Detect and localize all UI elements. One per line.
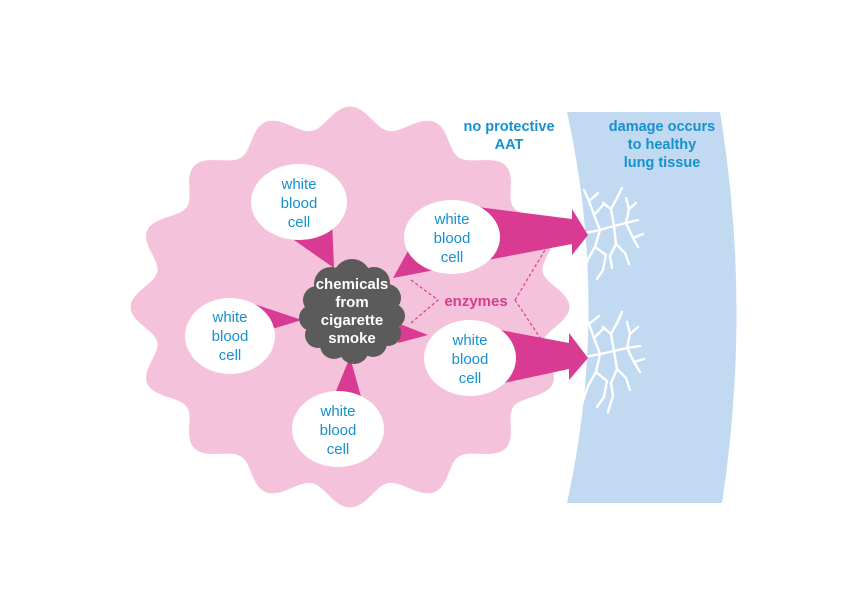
cell-line: blood xyxy=(320,422,357,439)
label-line: AAT xyxy=(495,137,524,153)
cell-line: cell xyxy=(459,370,482,387)
label-line: to healthy xyxy=(628,137,696,153)
cell-line: white xyxy=(211,309,247,326)
enzymes-label: enzymes xyxy=(444,293,507,310)
enzyme-connectors xyxy=(410,249,546,346)
tissue-damage-lower xyxy=(578,310,646,414)
cell-line: white xyxy=(451,332,487,349)
white-blood-cell: white blood cell xyxy=(292,391,384,467)
damage-label: damage occurs to healthy lung tissue xyxy=(609,119,715,171)
smoke-line: chemicals xyxy=(316,276,389,293)
cell-line: cell xyxy=(327,441,350,458)
cell-line: white xyxy=(433,211,469,228)
label-line: damage occurs xyxy=(609,119,715,135)
smoke-line: from xyxy=(335,294,368,311)
cell-line: blood xyxy=(212,328,249,345)
white-blood-cell: white blood cell xyxy=(424,320,516,396)
cell-line: cell xyxy=(441,249,464,266)
label-line: lung tissue xyxy=(624,155,701,171)
cell-line: white xyxy=(280,176,316,193)
white-blood-cell: white blood cell xyxy=(251,164,347,240)
cell-line: cell xyxy=(288,214,311,231)
white-blood-cell: white blood cell xyxy=(404,200,500,274)
tissue-damage-upper xyxy=(582,186,645,281)
arrow-cell-lowerright-to-smoke xyxy=(398,324,428,343)
arrow-cell-upperright-to-smoke xyxy=(393,251,440,278)
arrow-enzyme-to-tissue-upper xyxy=(472,207,588,263)
arrow-enzyme-to-tissue-lower xyxy=(490,329,588,386)
smoke-line: cigarette xyxy=(321,312,384,329)
cell-line: blood xyxy=(452,351,489,368)
cell-line: blood xyxy=(281,195,318,212)
cell-line: blood xyxy=(434,230,471,247)
cell-line: cell xyxy=(219,347,242,364)
smoke-line: smoke xyxy=(328,330,376,347)
label-line: no protective xyxy=(463,119,554,135)
cell-line: white xyxy=(319,403,355,420)
white-blood-cell: white blood cell xyxy=(185,298,275,374)
